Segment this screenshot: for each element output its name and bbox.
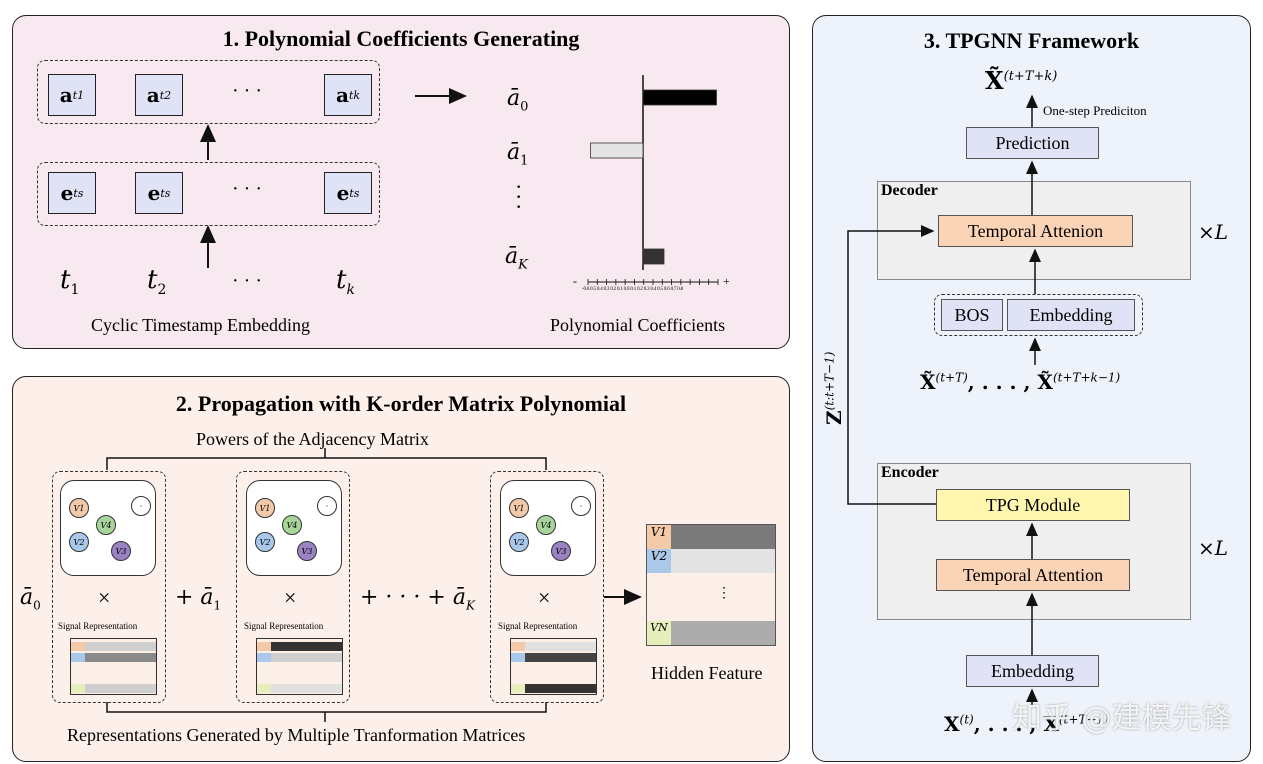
node-v1: V1 xyxy=(69,498,89,518)
coef-plus-a1: + ā1 xyxy=(175,585,222,613)
caption-polynomial-coefficients: Polynomial Coefficients xyxy=(550,315,726,335)
one-step-label: One-step Prediciton xyxy=(1043,103,1147,118)
term-1-group xyxy=(236,471,350,703)
caption-cyclic-timestamp: Cyclic Timestamp Embedding xyxy=(91,315,310,335)
decoder-times-l: ×L xyxy=(1198,220,1229,244)
node-v1: V1 xyxy=(255,498,275,518)
watermark: 知乎 @建模先锋 xyxy=(1012,701,1232,736)
panel3-title: 3. TPGNN Framework xyxy=(923,28,1140,53)
coef-bar-1 xyxy=(590,142,644,159)
bos-box: BOS xyxy=(941,299,1003,331)
node-v2: V2 xyxy=(255,532,275,552)
axis-plus: + xyxy=(723,274,730,288)
coef-label-0: ā0 xyxy=(507,86,529,115)
a-vectors-group xyxy=(37,60,380,124)
graph-power-1: V1 V4 V2 V3 · xyxy=(246,480,342,576)
node-other: · xyxy=(571,496,591,516)
signal-label-k: Signal Representation xyxy=(498,621,578,631)
signal-label-0: Signal Representation xyxy=(58,621,138,631)
temporal-attention-box: Temporal Attention xyxy=(936,559,1130,591)
prediction-box: Prediction xyxy=(966,127,1099,159)
node-other: · xyxy=(317,496,337,516)
node-v4: V4 xyxy=(536,515,556,535)
node-v3: V3 xyxy=(551,541,571,561)
term-k-group xyxy=(490,471,604,703)
panel1-title: 1. Polynomial Coefficients Generating xyxy=(222,26,580,51)
encoder-times-l: ×L xyxy=(1198,536,1229,560)
coef-bar-0 xyxy=(642,89,717,106)
tpg-module-box: TPG Module xyxy=(936,489,1130,521)
decoder-embedding-box: Embedding xyxy=(1007,299,1135,331)
e-dots: · · · xyxy=(232,178,262,200)
coef-a0: ā0 xyxy=(20,585,41,613)
node-other: · xyxy=(131,496,151,516)
t-label-k: tk xyxy=(336,265,355,299)
graph-power-0: V1 V4 V2 V3 · xyxy=(60,480,156,576)
decoder-input-group xyxy=(934,294,1143,336)
signal-label-1: Signal Representation xyxy=(244,621,324,631)
decoder-input-seq: X̃(t+T), . . . , X̃(t+T+k−1) xyxy=(920,370,1121,394)
representations-caption: Representations Generated by Multiple Tr… xyxy=(67,725,526,745)
signal-matrix-k xyxy=(510,638,597,695)
node-v3: V3 xyxy=(111,541,131,561)
node-v3: V3 xyxy=(297,541,317,561)
temporal-attenion-box: Temporal Attenion xyxy=(938,215,1133,247)
output-symbol: X̃(t+T+k) xyxy=(985,66,1058,95)
a-dots: · · · xyxy=(232,80,262,102)
coef-vertical-dots: ··· xyxy=(515,174,523,219)
powers-adjacency-caption: Powers of the Adjacency Matrix xyxy=(196,429,429,449)
times-0: × xyxy=(98,585,111,610)
times-k: × xyxy=(538,585,551,610)
signal-matrix-0 xyxy=(70,638,157,695)
coef-plus-ak: + · · · + āK xyxy=(360,585,475,613)
coef-label-k: āK xyxy=(505,244,528,273)
axis-tick-labels: -0.6 0.5 0.4 0.3 0.2 0.1 0.0 0.1 0.2 0.3… xyxy=(582,287,683,292)
t-label-1: t1 xyxy=(60,265,80,299)
signal-matrix-1 xyxy=(256,638,343,695)
axis-minus: - xyxy=(573,274,577,288)
t-dots: · · · xyxy=(232,270,262,292)
node-v4: V4 xyxy=(96,515,116,535)
encoder-embedding-box: Embedding xyxy=(966,655,1099,687)
node-v4: V4 xyxy=(282,515,302,535)
term-0-group xyxy=(52,471,166,703)
decoder-label: Decoder xyxy=(881,182,938,199)
coef-bar-2 xyxy=(642,248,665,265)
hidden-feature-matrix: V1 V2 ⋮ VN xyxy=(646,524,776,646)
coef-label-1: ā1 xyxy=(507,140,529,169)
times-1: × xyxy=(284,585,297,610)
encoder-input-seq: X(t), . . . , X(t+T−1) xyxy=(944,712,1109,736)
node-v2: V2 xyxy=(509,532,529,552)
panel2-title: 2. Propagation with K-order Matrix Polyn… xyxy=(175,391,627,416)
graph-power-k: V1 V4 V2 V3 · xyxy=(500,480,596,576)
t-label-2: t2 xyxy=(147,265,167,299)
node-v2: V2 xyxy=(69,532,89,552)
encoder-label: Encoder xyxy=(881,464,939,481)
hidden-feature-label: Hidden Feature xyxy=(651,663,763,683)
node-v1: V1 xyxy=(509,498,529,518)
